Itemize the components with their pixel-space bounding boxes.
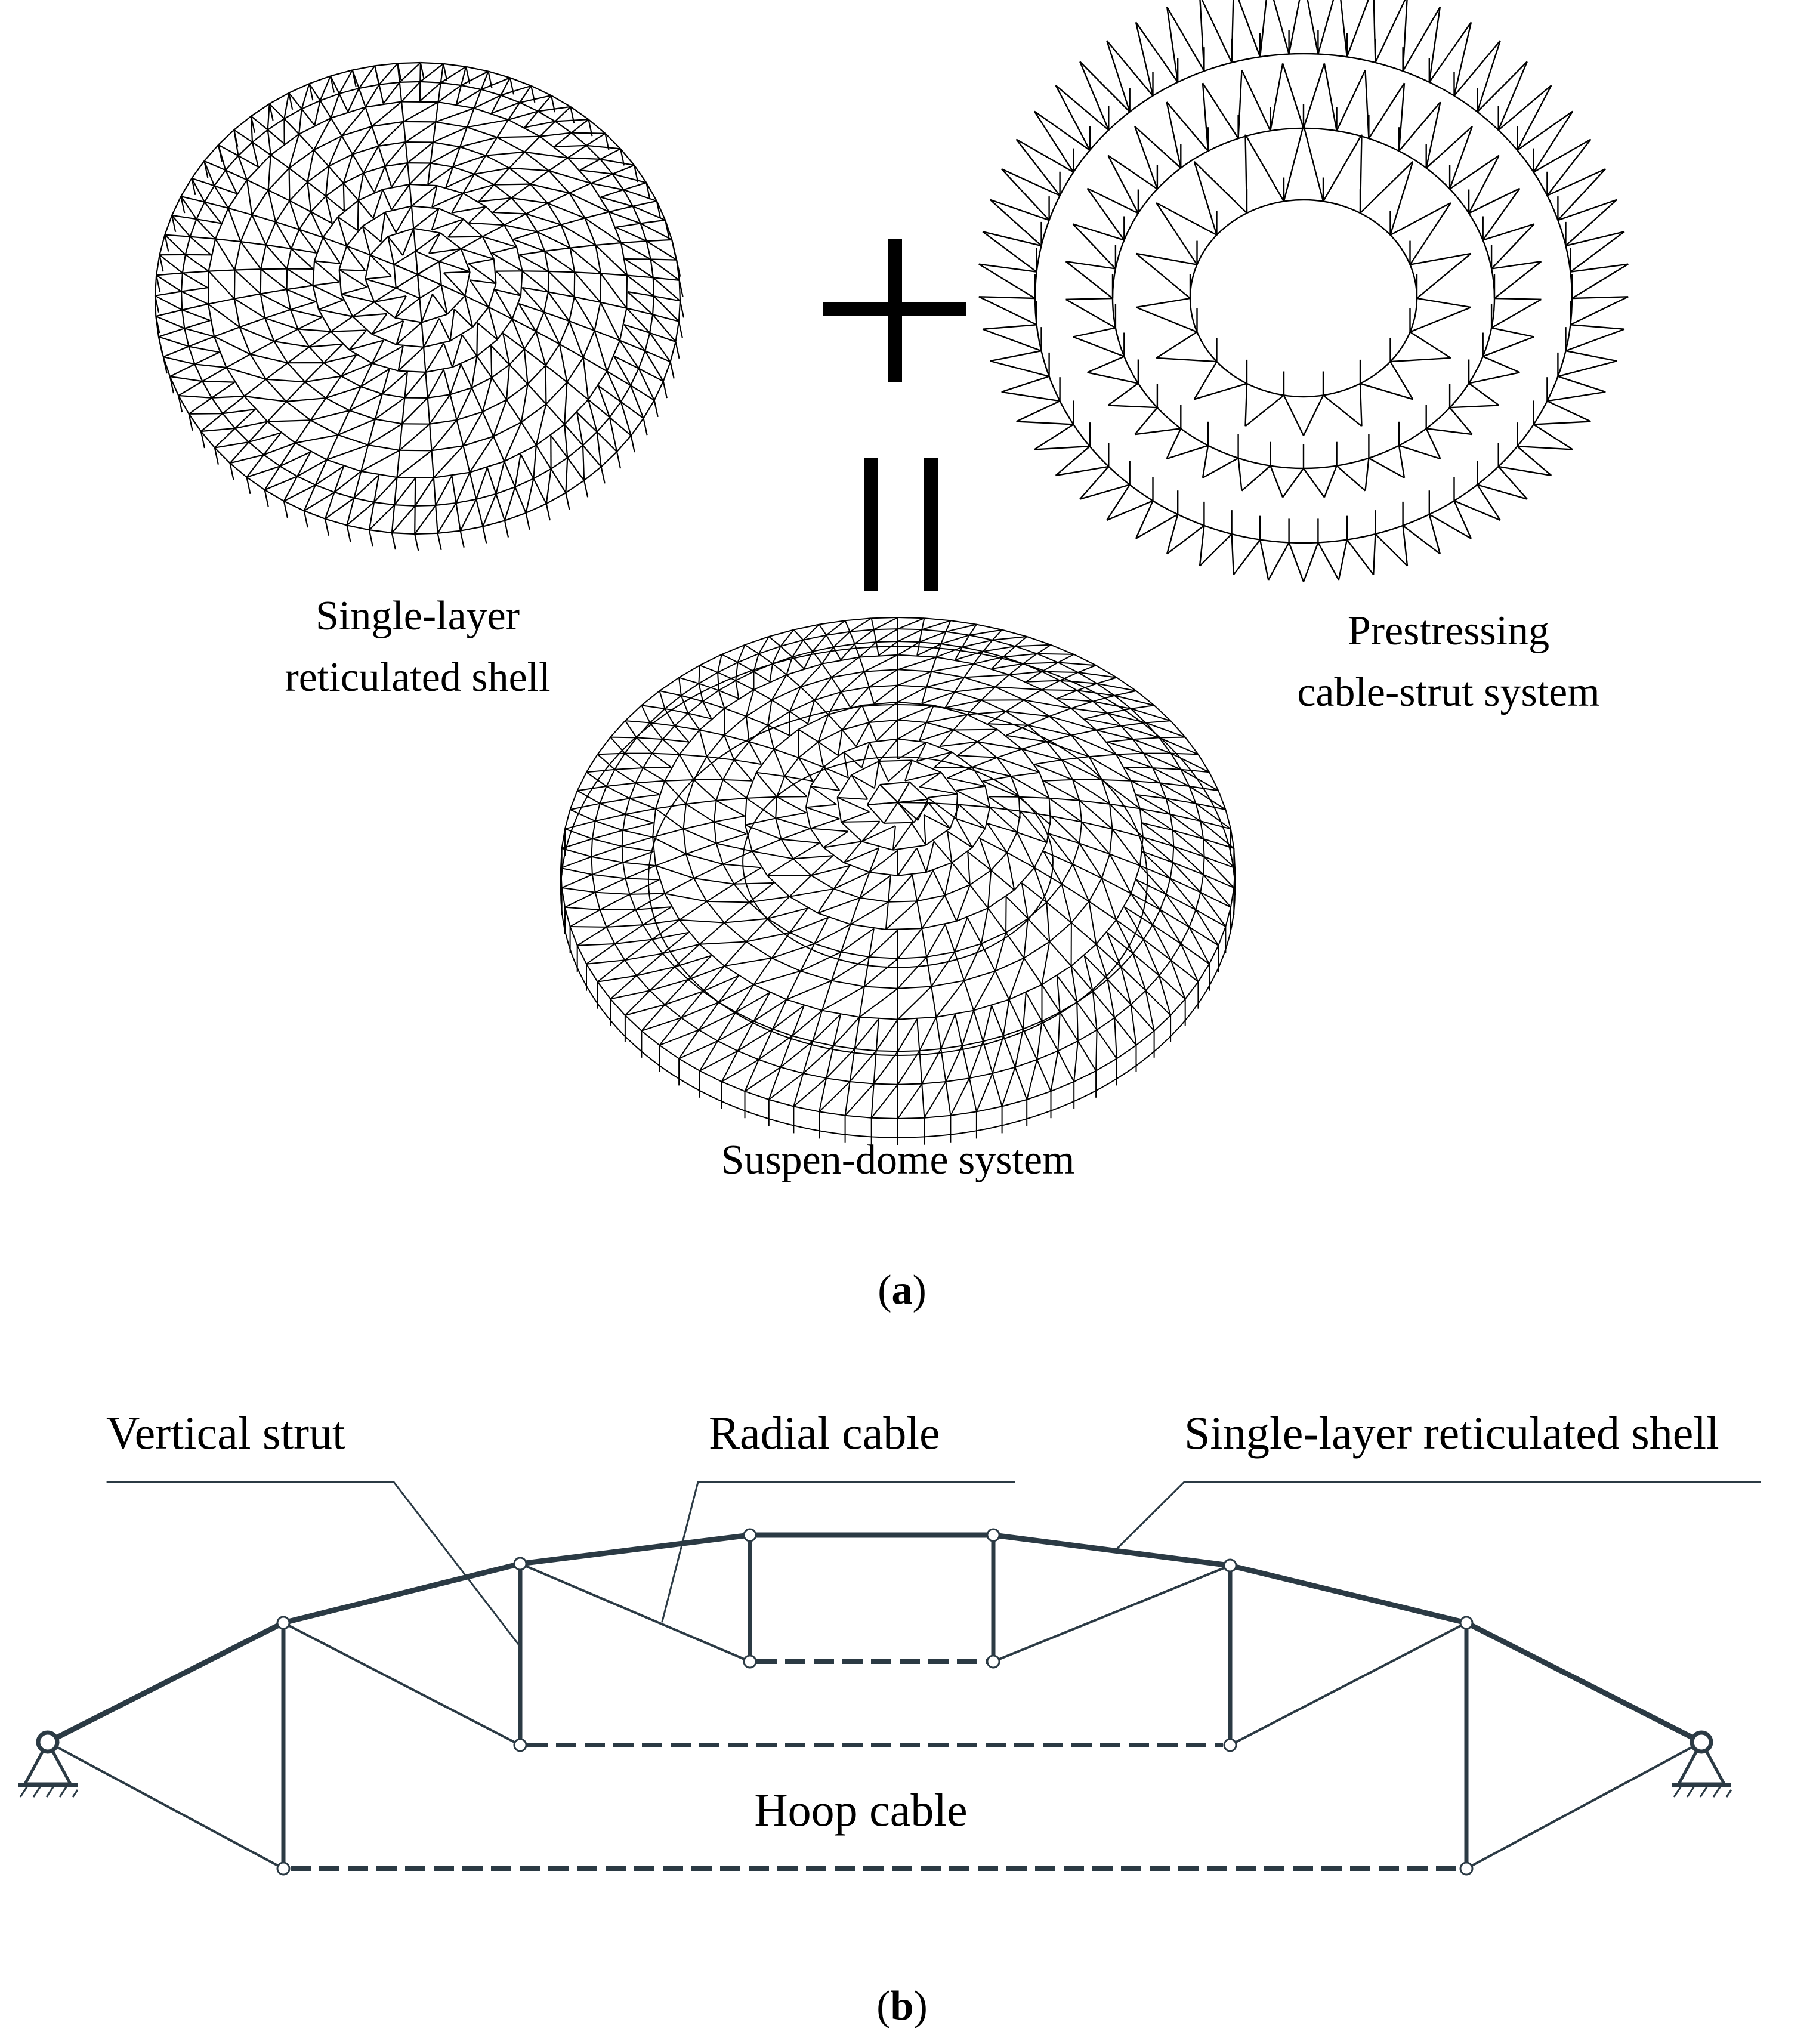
joint-node (513, 1738, 527, 1752)
joint-node (1223, 1558, 1237, 1573)
joint-node (1459, 1616, 1474, 1630)
shell-label-line1: Single-layer (316, 593, 520, 639)
panel-a-caption-letter: a (892, 1267, 913, 1313)
single-layer-reticulated-shell-mesh (154, 61, 685, 551)
leader-line-reticulated-shell (1113, 1481, 1761, 1552)
panel-a-caption: (a) (878, 1267, 926, 1313)
reticulated-shell-top-chord (45, 1532, 1704, 1745)
shell-label-line2: reticulated shell (285, 654, 550, 700)
cable-strut-label-line2: cable-strut system (1297, 669, 1599, 715)
suspendome-label: Suspen-dome system (721, 1137, 1074, 1183)
radial-cable-middle-right (1229, 1622, 1468, 1746)
plus-icon (823, 239, 966, 382)
cable-strut-label-line1: Prestressing (1348, 608, 1549, 654)
panel-a-caption-close: ) (913, 1267, 926, 1313)
radial-cable-middle-left (282, 1622, 521, 1746)
suspen-dome-system-mesh (560, 617, 1236, 1145)
panel-b-caption-letter: b (891, 1983, 914, 2029)
panel-b-caption: (b) (876, 1983, 928, 2029)
radial-cable-label: Radial cable (709, 1407, 940, 1459)
panel-b-caption-open: ( (876, 1983, 890, 2029)
prestressing-cable-strut-system-mesh (978, 0, 1629, 582)
joint-node (1223, 1738, 1237, 1752)
joint-nodes (276, 1528, 1474, 1876)
reticulated-shell-label: Single-layer reticulated shell (1184, 1407, 1719, 1459)
pinned-support-right-icon (1672, 1730, 1732, 1798)
pinned-support-left-icon (18, 1730, 79, 1798)
joint-node (276, 1861, 291, 1876)
panel-b-caption-close: ) (913, 1983, 927, 2029)
joint-node (276, 1616, 291, 1630)
vertical-strut-label: Vertical strut (106, 1407, 345, 1459)
radial-cable-inner-left (519, 1563, 751, 1663)
equals-icon (864, 458, 938, 591)
leader-line-radial-cable (661, 1481, 1015, 1623)
panel-b: Vertical strut Radial cable Single-layer… (18, 1407, 1761, 2029)
joint-node (513, 1557, 527, 1571)
joint-node (1459, 1861, 1474, 1876)
joint-node (986, 1528, 1000, 1542)
hoop-cable-label: Hoop cable (754, 1784, 967, 1836)
joint-node (743, 1528, 757, 1542)
joint-node (743, 1654, 757, 1669)
leader-line-vertical-strut (106, 1481, 521, 1648)
panel-a: Single-layer reticulated shell Prestress… (154, 0, 1629, 1313)
panel-a-caption-open: ( (878, 1267, 891, 1313)
joint-node (986, 1654, 1000, 1669)
radial-cable-outer-left (47, 1741, 285, 1870)
radial-cable-inner-right (992, 1564, 1231, 1663)
radial-cable-outer-right (1465, 1741, 1703, 1870)
